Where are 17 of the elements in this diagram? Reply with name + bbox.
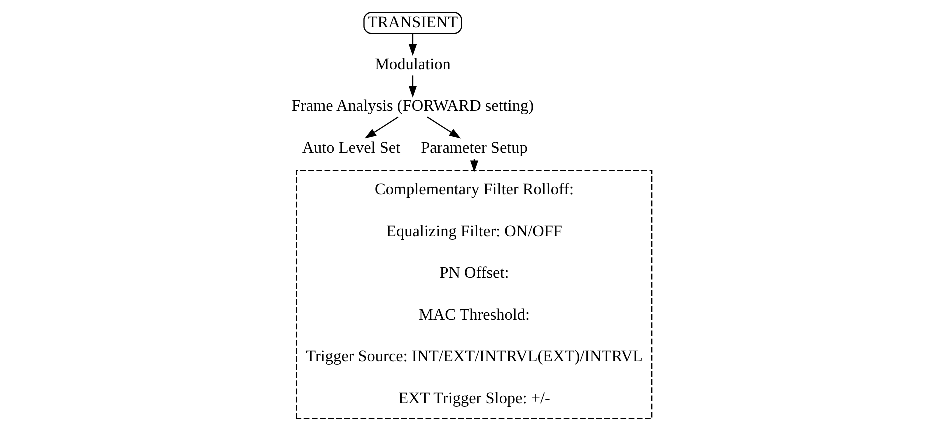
node-text: Parameter Setup: [421, 138, 528, 157]
node-text: Trigger Source: INT/EXT/INTRVL(EXT)/INTRVL: [306, 348, 643, 366]
node-text: MAC Threshold:: [418, 306, 530, 324]
arrow: [408, 76, 418, 98]
cluster: [296, 170, 653, 420]
arrow: [364, 116, 399, 139]
node-box: TRANSIENT: [364, 12, 462, 34]
node-text: Complementary Filter Rolloff:: [375, 180, 574, 199]
arrow: [408, 34, 418, 56]
node-text: Modulation: [375, 55, 451, 74]
node-text: Equalizing Filter: ON/OFF: [386, 222, 562, 240]
node-text: PN Offset:: [440, 264, 510, 282]
arrow: [470, 159, 479, 172]
arrow: [427, 116, 462, 139]
node-text: Auto Level Set: [302, 138, 401, 157]
node-text: EXT Trigger Slope: +/-: [398, 390, 550, 408]
node-text: Frame Analysis (FORWARD setting): [292, 97, 534, 116]
